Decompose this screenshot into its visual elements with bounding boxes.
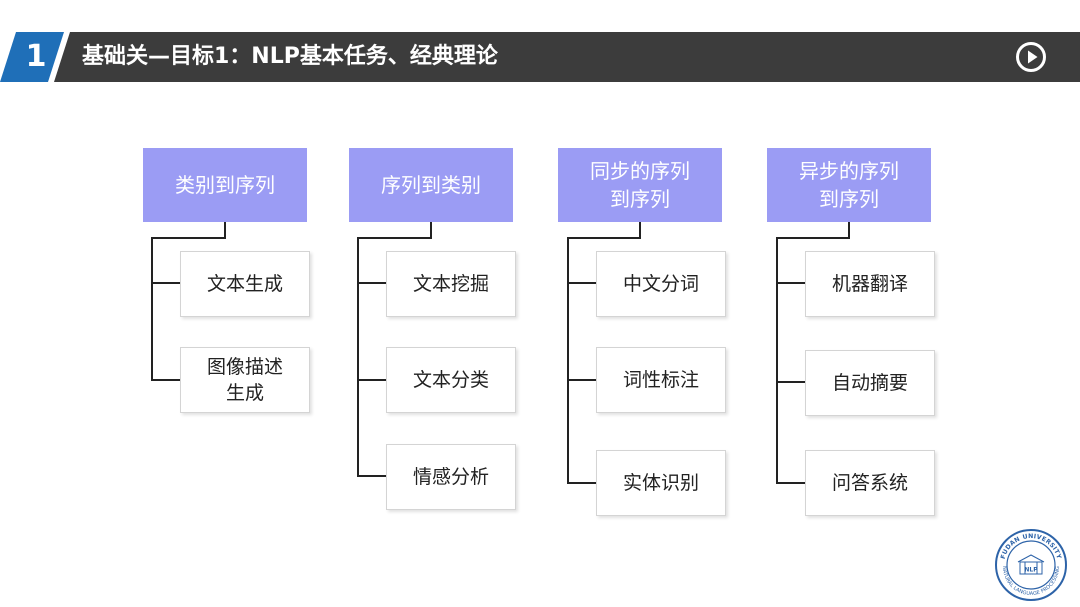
- task-label-line: 图像描述: [206, 356, 283, 378]
- task-label: 情感分析: [412, 466, 489, 488]
- task-label: 实体识别: [622, 472, 699, 494]
- task-box: 词性标注: [596, 347, 726, 413]
- task-box: 问答系统: [805, 450, 935, 516]
- task-box: 中文分词: [596, 251, 726, 317]
- task-box: 文本生成: [180, 251, 310, 317]
- task-box: 图像描述 生成: [180, 347, 310, 413]
- task-box: 文本分类: [386, 347, 516, 413]
- category-header-class-to-seq: 类别到序列: [143, 148, 307, 222]
- title-bar: [54, 32, 1080, 82]
- task-label: 文本挖掘: [412, 273, 489, 295]
- svg-text:NLP: NLP: [1024, 567, 1038, 574]
- task-label: 自动摘要: [831, 372, 908, 394]
- task-box: 机器翻译: [805, 251, 935, 317]
- task-label: 问答系统: [831, 472, 908, 494]
- task-box: 自动摘要: [805, 350, 935, 416]
- fudan-nlp-logo: FUDAN UNIVERSITY NATURAL LANGUAGE PROCES…: [995, 529, 1067, 601]
- category-header-line: 到序列: [819, 187, 879, 211]
- category-header-line: 异步的序列: [799, 159, 899, 183]
- category-header-line: 序列到类别: [381, 173, 481, 197]
- task-label: 机器翻译: [831, 273, 908, 295]
- task-label: 文本分类: [412, 369, 489, 391]
- category-header-line: 到序列: [610, 187, 670, 211]
- category-header-line: 类别到序列: [175, 173, 275, 197]
- task-label: 文本生成: [206, 273, 283, 295]
- task-label-line: 生成: [225, 382, 264, 404]
- category-header-sync-seq-to-seq: 同步的序列 到序列: [558, 148, 722, 222]
- task-box: 实体识别: [596, 450, 726, 516]
- slide-header: 1 基础关—目标1：NLP基本任务、经典理论: [0, 32, 1080, 82]
- task-label: 词性标注: [622, 369, 699, 391]
- task-box: 情感分析: [386, 444, 516, 510]
- category-header-async-seq-to-seq: 异步的序列 到序列: [767, 148, 931, 222]
- slide-title: 基础关—目标1：NLP基本任务、经典理论: [82, 44, 498, 69]
- task-box: 文本挖掘: [386, 251, 516, 317]
- category-header-seq-to-class: 序列到类别: [349, 148, 513, 222]
- category-header-line: 同步的序列: [590, 159, 690, 183]
- play-circle-icon[interactable]: [1015, 41, 1047, 73]
- section-number: 1: [25, 39, 47, 74]
- task-label: 中文分词: [622, 273, 699, 295]
